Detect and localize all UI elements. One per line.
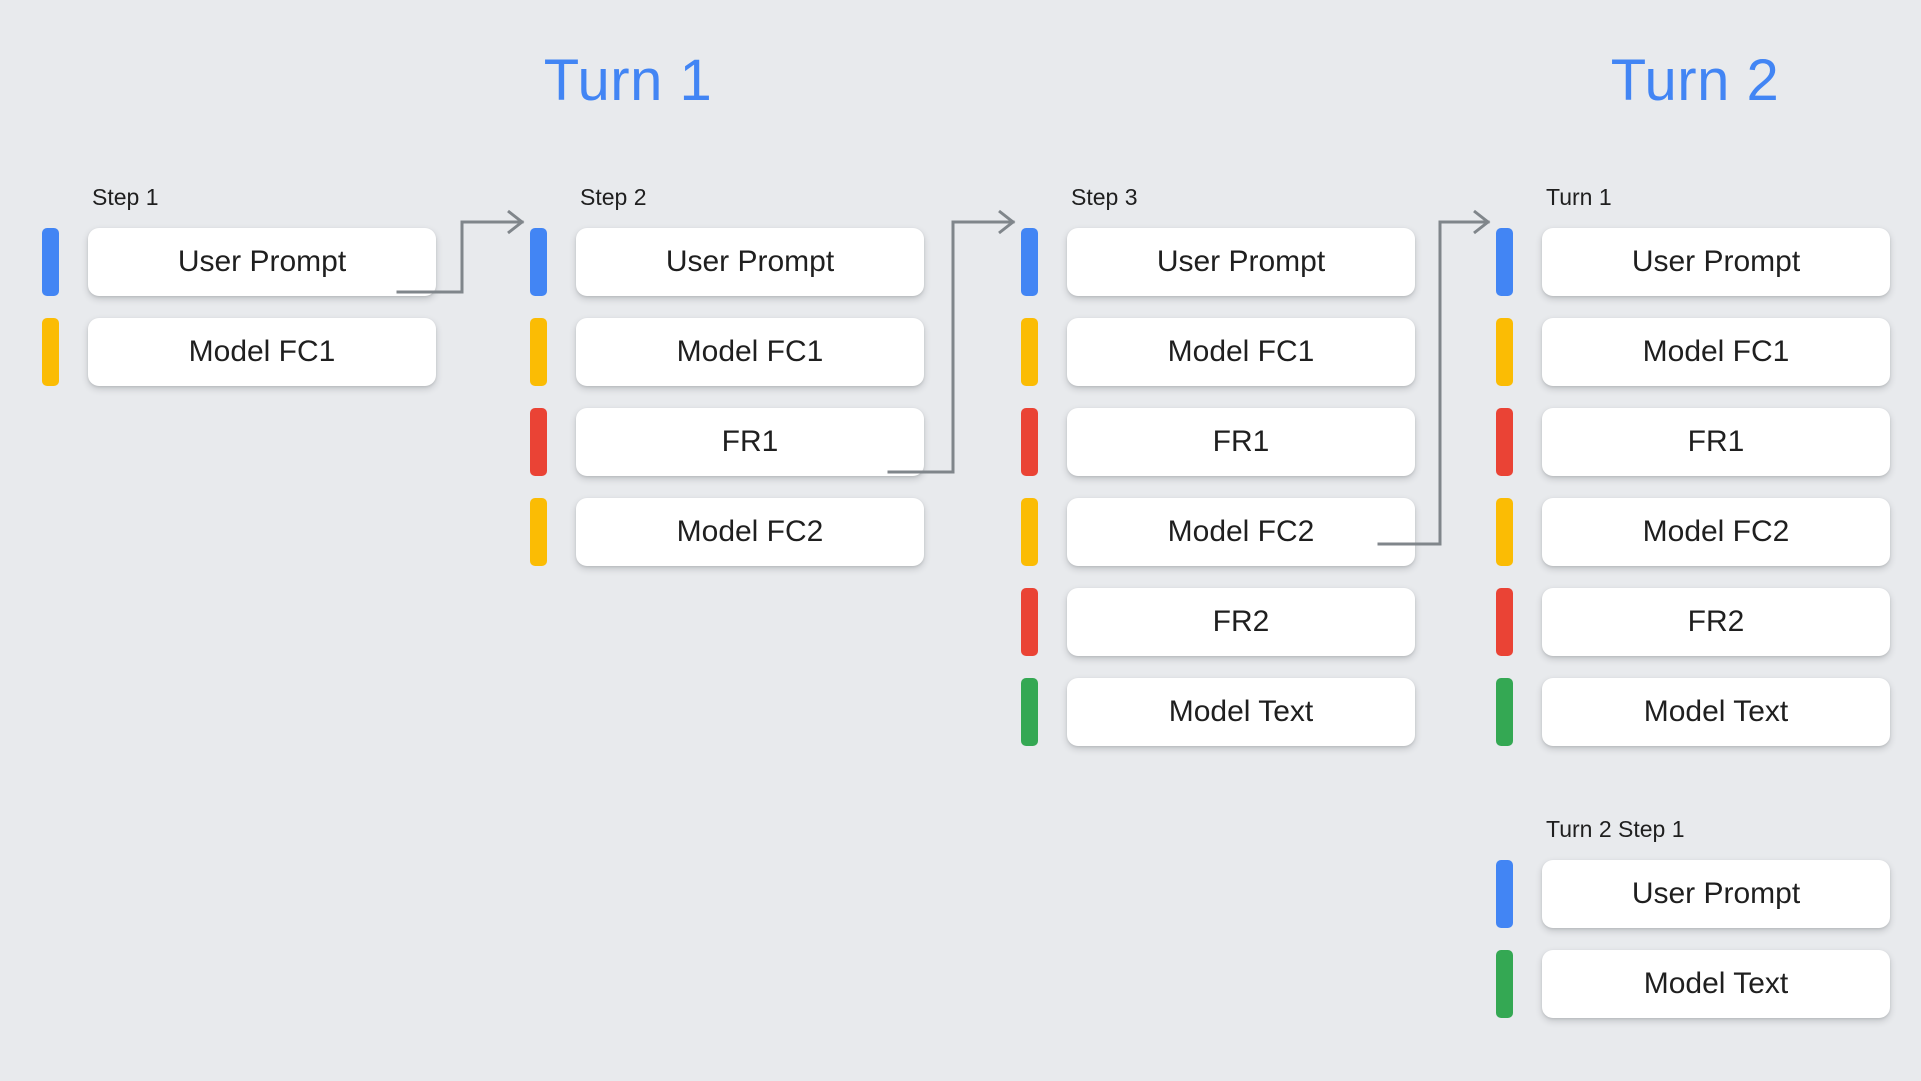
row-turn2-turn1-0: User Prompt [1496,228,1890,296]
card-step-1-0: User Prompt [88,228,436,296]
color-bar-yellow [1021,318,1038,386]
row-turn2-step1-1: Model Text [1496,950,1890,1018]
column-label-turn2-turn1: Turn 1 [1546,184,1612,210]
card-step-3-4: FR2 [1067,588,1415,656]
color-bar-yellow [530,498,547,566]
row-step-3-2: FR1 [1021,408,1415,476]
color-bar-yellow [1496,318,1513,386]
row-step-2-0: User Prompt [530,228,924,296]
color-bar-red [1021,588,1038,656]
color-bar-yellow [1021,498,1038,566]
card-turn2-turn1-2: FR1 [1542,408,1890,476]
column-label-turn2-step1: Turn 2 Step 1 [1546,816,1685,842]
row-step-2-1: Model FC1 [530,318,924,386]
row-turn2-turn1-2: FR1 [1496,408,1890,476]
card-turn2-turn1-1: Model FC1 [1542,318,1890,386]
color-bar-yellow [530,318,547,386]
row-step-1-1: Model FC1 [42,318,436,386]
color-bar-green [1496,950,1513,1018]
color-bar-green [1496,678,1513,746]
column-label-step-1: Step 1 [92,184,159,210]
color-bar-blue [530,228,547,296]
card-step-3-2: FR1 [1067,408,1415,476]
card-turn2-turn1-4: FR2 [1542,588,1890,656]
card-step-2-2: FR1 [576,408,924,476]
color-bar-red [1496,408,1513,476]
card-step-2-0: User Prompt [576,228,924,296]
row-step-2-2: FR1 [530,408,924,476]
card-step-3-1: Model FC1 [1067,318,1415,386]
card-step-2-3: Model FC2 [576,498,924,566]
color-bar-blue [42,228,59,296]
row-turn2-turn1-5: Model Text [1496,678,1890,746]
color-bar-red [1021,408,1038,476]
row-turn2-turn1-1: Model FC1 [1496,318,1890,386]
card-step-2-1: Model FC1 [576,318,924,386]
row-step-3-4: FR2 [1021,588,1415,656]
row-step-1-0: User Prompt [42,228,436,296]
heading-turn-2: Turn 2 [1610,48,1780,113]
card-step-1-1: Model FC1 [88,318,436,386]
heading-turn-1: Turn 1 [543,48,713,113]
card-turn2-step1-0: User Prompt [1542,860,1890,928]
card-turn2-turn1-5: Model Text [1542,678,1890,746]
row-step-2-3: Model FC2 [530,498,924,566]
color-bar-blue [1496,860,1513,928]
column-label-step-2: Step 2 [580,184,647,210]
card-turn2-step1-1: Model Text [1542,950,1890,1018]
card-step-3-3: Model FC2 [1067,498,1415,566]
row-step-3-5: Model Text [1021,678,1415,746]
row-turn2-turn1-4: FR2 [1496,588,1890,656]
card-turn2-turn1-0: User Prompt [1542,228,1890,296]
color-bar-blue [1021,228,1038,296]
color-bar-green [1021,678,1038,746]
row-turn2-turn1-3: Model FC2 [1496,498,1890,566]
card-step-3-5: Model Text [1067,678,1415,746]
row-step-3-1: Model FC1 [1021,318,1415,386]
color-bar-red [1496,588,1513,656]
color-bar-red [530,408,547,476]
card-turn2-turn1-3: Model FC2 [1542,498,1890,566]
color-bar-yellow [42,318,59,386]
row-step-3-3: Model FC2 [1021,498,1415,566]
row-step-3-0: User Prompt [1021,228,1415,296]
card-step-3-0: User Prompt [1067,228,1415,296]
row-turn2-step1-0: User Prompt [1496,860,1890,928]
color-bar-yellow [1496,498,1513,566]
column-label-step-3: Step 3 [1071,184,1138,210]
color-bar-blue [1496,228,1513,296]
